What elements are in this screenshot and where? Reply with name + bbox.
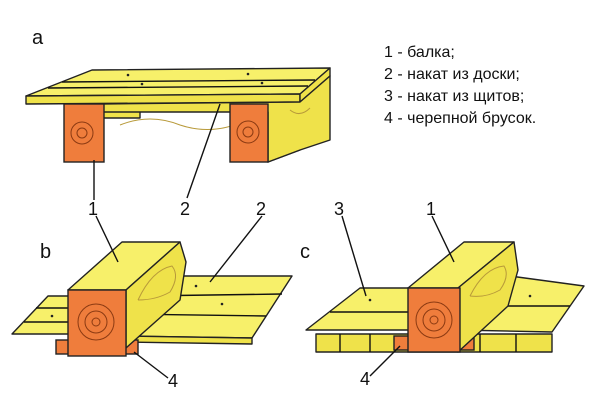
figure-c-nail xyxy=(528,294,532,298)
figure-b-nail xyxy=(194,284,198,288)
figure-c-callout-3: 3 xyxy=(334,199,345,219)
figure-c-drawing xyxy=(305,215,585,377)
figure-c-letter: c xyxy=(300,241,310,263)
figure-a-nail xyxy=(246,72,250,76)
figure-a-wood-grain xyxy=(119,118,241,130)
figure-a-leader-2 xyxy=(186,103,221,199)
figure-b-leader-2 xyxy=(209,215,263,283)
figure-b-left-boards xyxy=(11,295,71,335)
figure-a-drawing xyxy=(25,67,331,200)
legend-item: 1 - балка; xyxy=(384,44,455,61)
figure-c-beam-end xyxy=(407,287,461,353)
figure-c-callout-1: 1 xyxy=(426,199,437,219)
figure-a-callout: 2 xyxy=(256,199,267,219)
figure-a-nail xyxy=(126,73,130,77)
figure-c-beam-rings xyxy=(429,315,439,325)
figure-c-beam-rings xyxy=(422,308,446,332)
figure-b-wood-grain xyxy=(137,265,176,301)
figure-a-nail xyxy=(140,82,144,86)
legend-item: 2 - накат из доски; xyxy=(384,66,520,83)
figure-a-right-beam-end xyxy=(229,103,269,163)
figure-a-board-seam xyxy=(61,79,316,83)
figure-b-callout-4: 4 xyxy=(168,371,179,391)
figure-a-left-beam-end xyxy=(63,103,105,163)
figure-b-nail xyxy=(50,314,54,318)
figure-c-leader-3 xyxy=(341,215,367,297)
figure-b-leader-4 xyxy=(133,351,169,379)
figure-a-letter: a xyxy=(32,27,44,49)
legend: 1 - балка; 2 - накат из доски; 3 - накат… xyxy=(384,42,536,130)
figure-a-left-beam-rings xyxy=(70,121,94,145)
figure-c-beam-rings xyxy=(415,301,453,339)
figure-a-right-beam-rings xyxy=(236,120,260,144)
figure-c-nail xyxy=(368,298,372,302)
figure-b-beam-end xyxy=(67,289,127,357)
figure-c-callout-4: 4 xyxy=(360,369,371,389)
legend-item: 4 - черепной брусок. xyxy=(384,110,537,127)
figure-b-nail xyxy=(220,302,224,306)
figure-c-panel-top xyxy=(305,287,411,331)
figure-a-callout: 2 xyxy=(180,199,191,219)
figure-a-wood-grain xyxy=(289,107,311,114)
figure-a-beam-body xyxy=(99,75,331,163)
figure-c-leader-1 xyxy=(431,215,455,263)
figure-b-beam-rings xyxy=(77,303,115,341)
figure-c-leader-4 xyxy=(369,345,401,377)
figure-b-drawing xyxy=(11,215,293,379)
figure-b-beam-rings xyxy=(91,317,101,327)
figure-a-left-beam-rings xyxy=(76,127,88,139)
figure-b-leader-1 xyxy=(95,215,119,263)
figure-c-wood-grain xyxy=(469,265,507,297)
figure-a-callout: 1 xyxy=(88,199,99,219)
figure-a-right-beam-rings xyxy=(242,126,254,138)
figure-a-nail xyxy=(260,81,264,85)
figure-b-beam-rings xyxy=(84,310,108,334)
figure-a-board-seam xyxy=(47,85,309,89)
figure-b-boards-edge xyxy=(125,335,253,345)
figure-b-letter: b xyxy=(40,241,52,263)
legend-item: 3 - накат из щитов; xyxy=(384,88,525,105)
